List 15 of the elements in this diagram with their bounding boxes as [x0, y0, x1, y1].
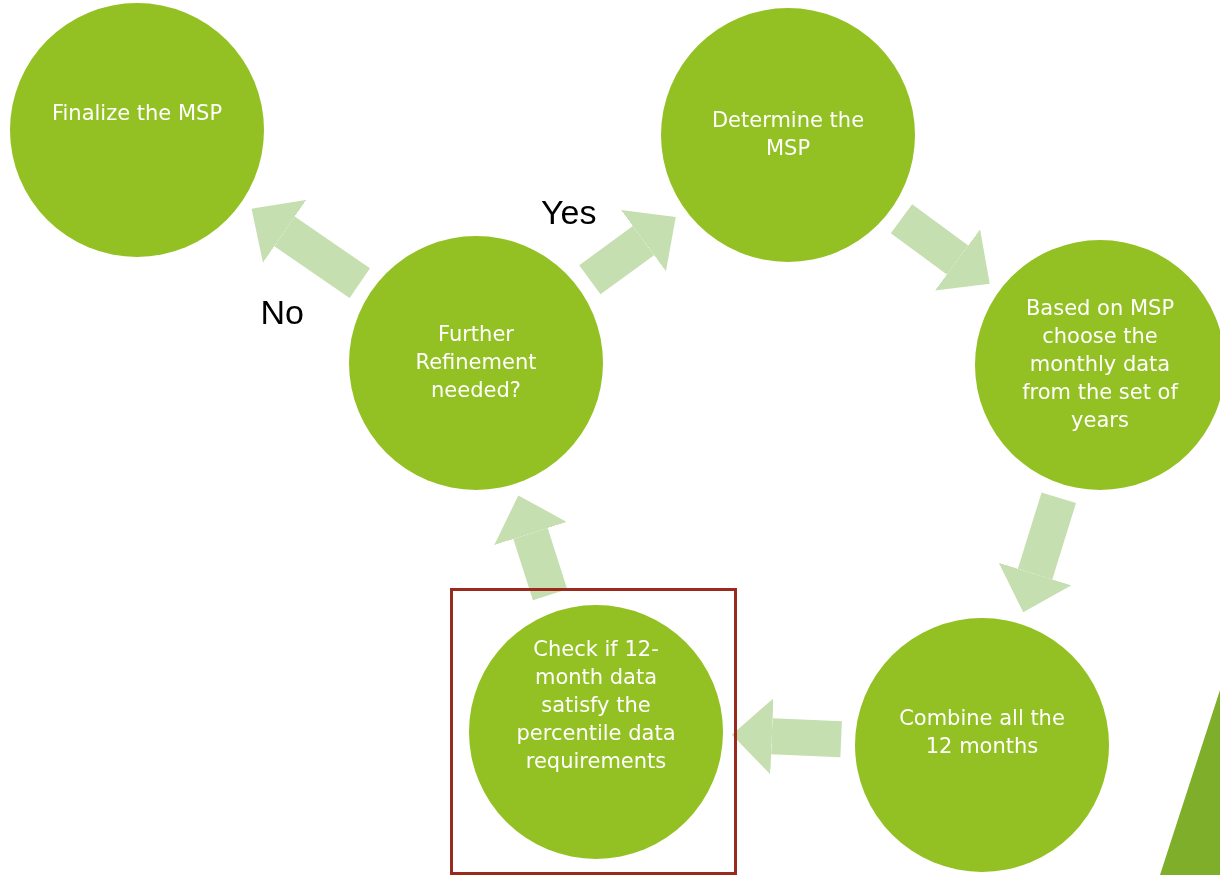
block-arrow	[731, 698, 842, 775]
edge-label: No	[260, 292, 304, 333]
node-text: Based on MSP choose the monthly data from the set of years	[1021, 295, 1180, 434]
node-text: Combine all the 12 months	[898, 705, 1066, 760]
block-arrow	[998, 492, 1076, 613]
node-text: Further Refinement needed?	[414, 321, 538, 404]
node-text: Finalize the MSP	[51, 100, 223, 127]
edge-label: Yes	[540, 192, 597, 233]
block-arrow	[890, 204, 990, 291]
highlight-frame	[450, 588, 737, 875]
node-text: Check if 12-month data satisfy the percentile data requirements	[515, 636, 677, 775]
block-arrow	[494, 495, 568, 601]
block-arrow	[251, 200, 370, 298]
block-arrow	[579, 209, 676, 295]
node-text: Determine the MSP	[710, 107, 866, 162]
